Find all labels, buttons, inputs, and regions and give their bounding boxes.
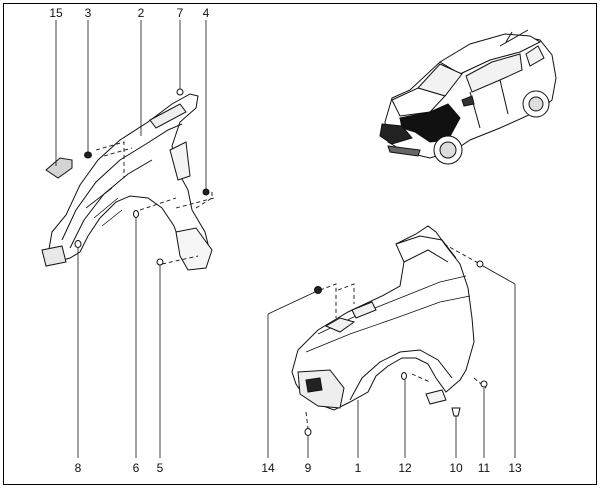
- callout-2: 2: [137, 6, 145, 20]
- callout-15: 15: [49, 6, 63, 20]
- callout-3: 3: [84, 6, 92, 20]
- front-fender: [291, 225, 487, 429]
- vehicle-overview: [379, 29, 557, 165]
- right-fasteners: [304, 260, 488, 436]
- callout-12: 12: [398, 461, 412, 475]
- callout-8: 8: [74, 461, 82, 475]
- callout-9: 9: [304, 461, 312, 475]
- callout-1: 1: [354, 461, 362, 475]
- part-15-clip: [45, 157, 73, 179]
- callout-5: 5: [156, 461, 164, 475]
- callout-4: 4: [202, 6, 210, 20]
- callout-11: 11: [477, 461, 491, 475]
- leader-lines: [55, 20, 516, 458]
- callout-6: 6: [132, 461, 140, 475]
- fender-liner-assembly: [41, 93, 215, 271]
- callout-7: 7: [176, 6, 184, 20]
- callout-14: 14: [261, 461, 275, 475]
- callout-10: 10: [449, 461, 463, 475]
- left-fasteners: [74, 88, 210, 266]
- callout-13: 13: [508, 461, 522, 475]
